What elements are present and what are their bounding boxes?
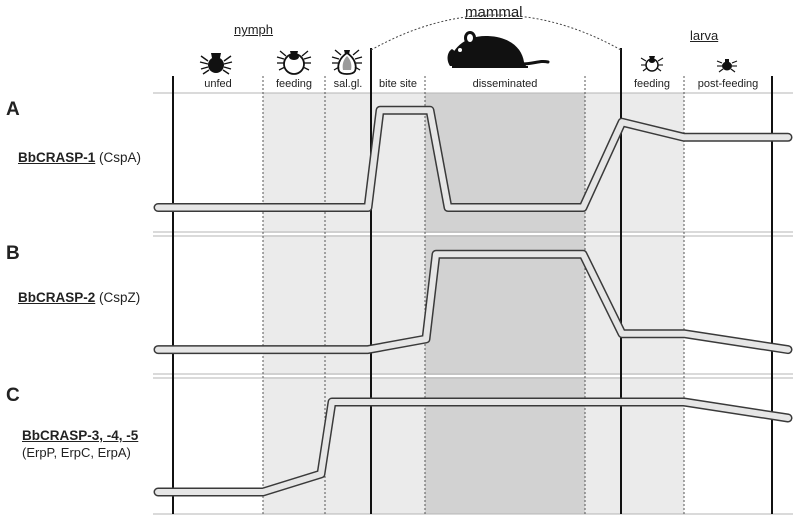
protein-subtitle: (ErpP, ErpC, ErpA) — [22, 445, 131, 460]
trace-fill-b — [155, 251, 791, 353]
band-sal-gl — [325, 93, 371, 514]
protein-alias: (CspA) — [99, 150, 142, 165]
protein-name: BbCRASP-3, -4, -5 — [22, 428, 139, 443]
protein-label-a: BbCRASP-1 (CspA) — [18, 150, 141, 165]
phase-label-feeding-larva: feeding — [633, 78, 671, 90]
mouse-icon — [447, 31, 550, 68]
panel-letter-c: C — [6, 385, 20, 406]
band-bite-site — [371, 93, 425, 514]
phase-label-feeding-nymph: feeding — [275, 78, 313, 90]
panel-separators — [153, 92, 793, 515]
band-feeding-nymph — [263, 93, 325, 514]
stage-label-nymph: nymph — [234, 22, 274, 37]
stage-label-larva: larva — [690, 28, 719, 43]
trace-fill-a — [155, 107, 791, 211]
phase-label-bite-site: bite site — [379, 78, 417, 90]
expression-traces — [153, 105, 793, 497]
protein-label-b: BbCRASP-2 (CspZ) — [18, 290, 140, 305]
phase-label-post-feeding: post-feeding — [697, 78, 759, 90]
phase-label-sal-gl: sal.gl. — [333, 78, 363, 90]
larva-post-feeding-tick-icon — [716, 59, 738, 73]
protein-label-c: BbCRASP-3, -4, -5 (ErpP, ErpC, ErpA) — [22, 427, 138, 461]
protein-alias: (CspZ) — [99, 290, 141, 305]
salivary-gland-tick-icon — [331, 49, 363, 75]
band-disseminated — [425, 93, 585, 514]
larva-feeding-tick-icon — [640, 56, 664, 72]
separator-gaps — [150, 233, 795, 377]
protein-name: BbCRASP-2 — [18, 290, 96, 305]
phase-label-unfed: unfed — [204, 78, 232, 90]
engorged-tick-icon — [276, 50, 312, 75]
phase-label-disseminated: disseminated — [472, 78, 538, 90]
stage-label-mammal: mammal — [465, 4, 523, 21]
trace-fill-c — [155, 399, 791, 495]
panel-letter-b: B — [6, 243, 20, 264]
protein-name: BbCRASP-1 — [18, 150, 96, 165]
panel-letter-a: A — [6, 99, 20, 120]
band-larva-feeding — [621, 93, 684, 514]
unfed-tick-icon — [199, 53, 233, 75]
